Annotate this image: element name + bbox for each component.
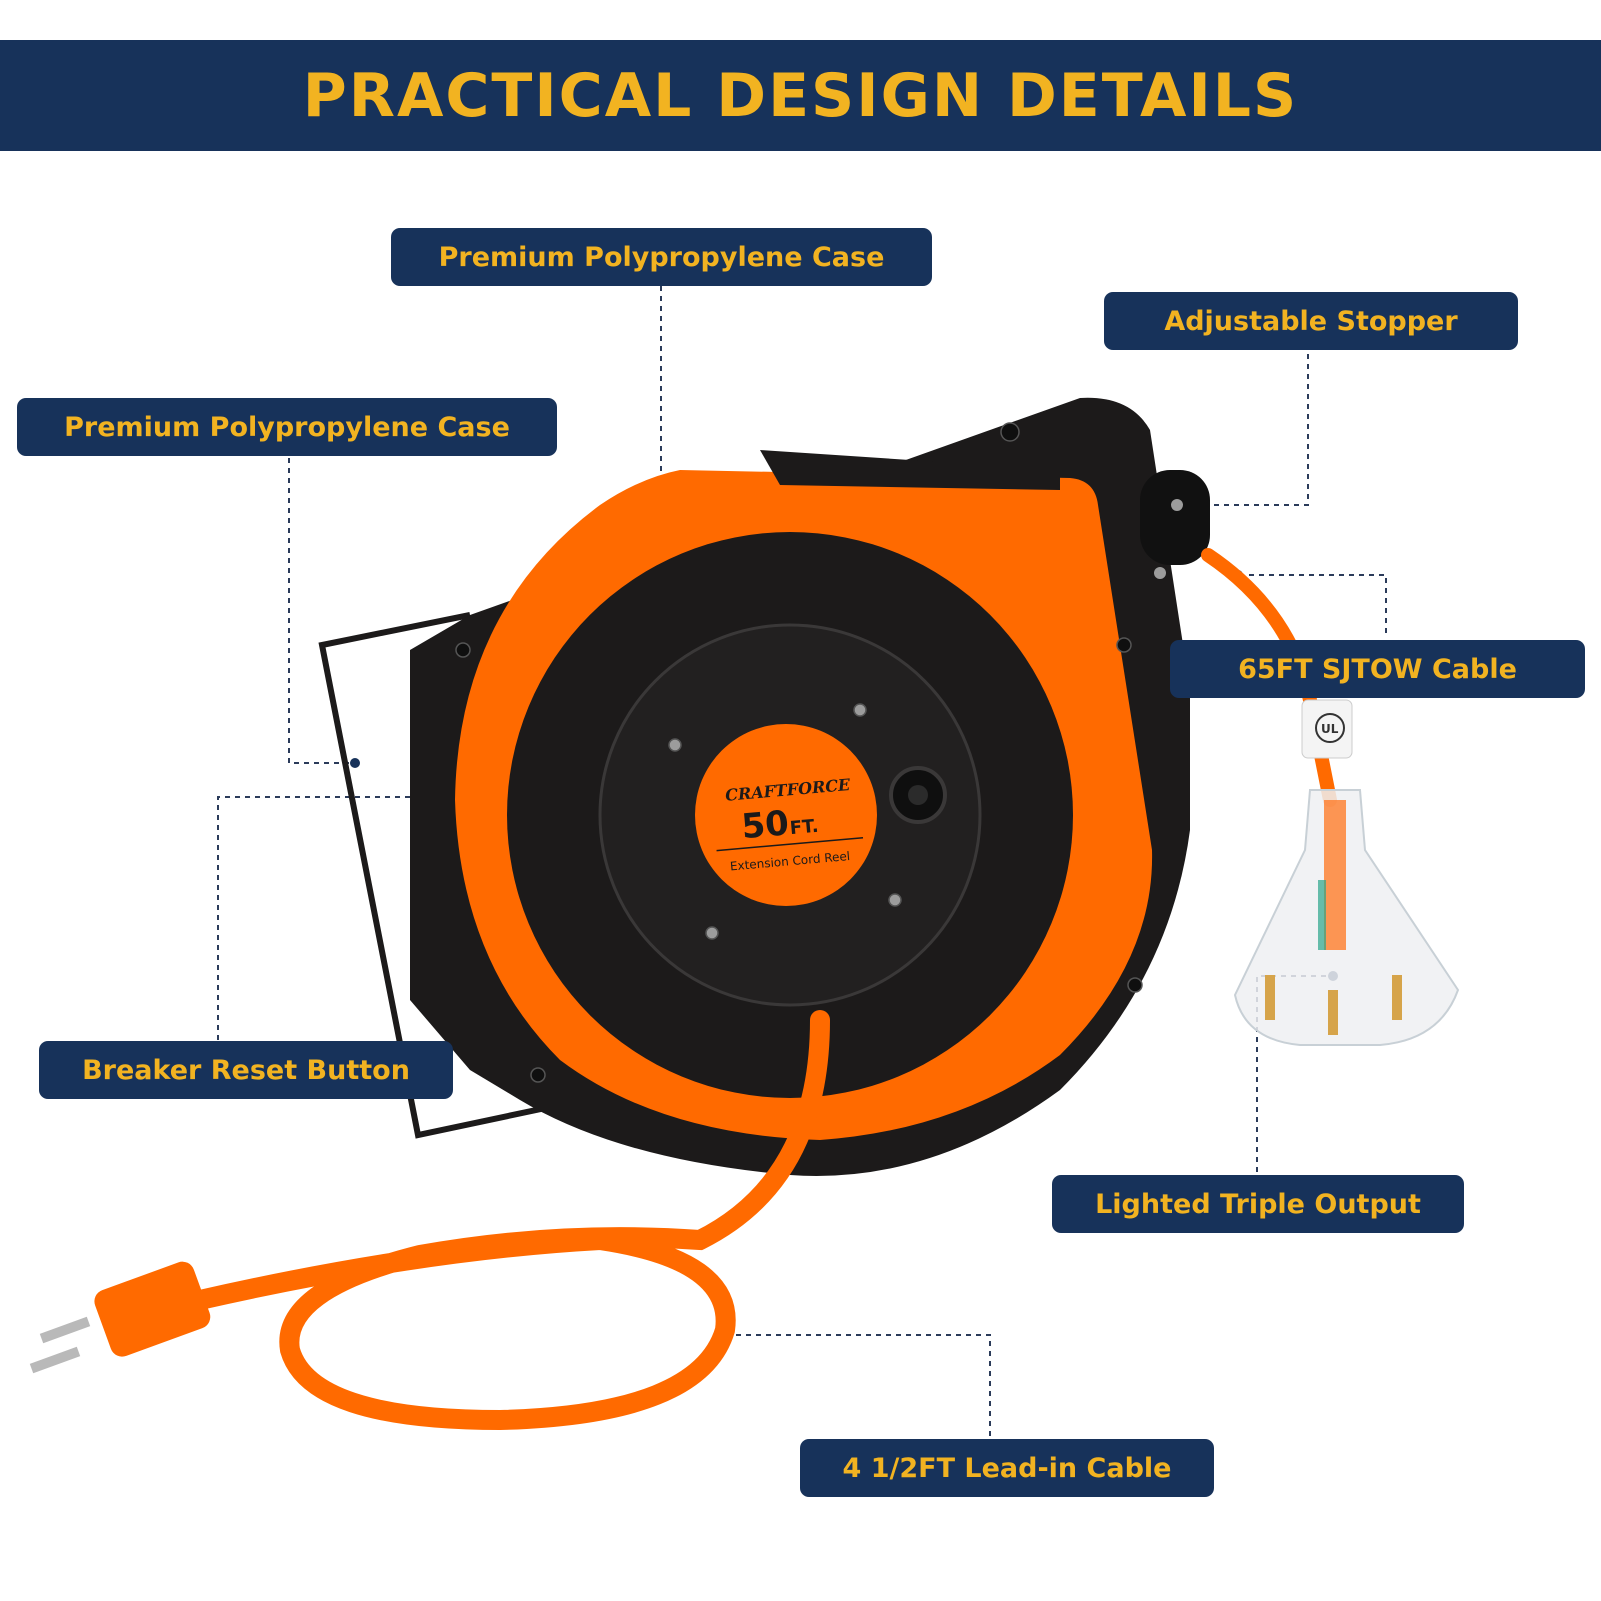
callout-case-top: Premium Polypropylene Case — [391, 228, 932, 286]
plug-graphic — [29, 1261, 211, 1374]
callout-case-left: Premium Polypropylene Case — [17, 398, 557, 456]
callout-65ft-cable: 65FT SJTOW Cable — [1170, 640, 1585, 698]
screws — [455, 422, 1143, 1083]
length-unit: FT. — [789, 816, 819, 839]
callout-breaker-reset: Breaker Reset Button — [39, 1041, 453, 1099]
mounting-bracket — [318, 612, 561, 1139]
callout-adjustable-stopper: Adjustable Stopper — [1104, 292, 1518, 350]
lighted-triple-output-graphic — [1233, 789, 1460, 1046]
leader-line-lead — [723, 1334, 991, 1436]
leader-line-stopper — [1202, 354, 1309, 506]
header-banner: PRACTICAL DESIGN DETAILS — [0, 40, 1601, 151]
breaker-reset-button-graphic — [889, 766, 947, 824]
leader-line-case-left — [288, 458, 355, 764]
adjustable-stopper-graphic — [1140, 470, 1210, 579]
callout-triple-output: Lighted Triple Output — [1052, 1175, 1464, 1233]
svg-text:UL: UL — [1321, 722, 1339, 736]
page-title: PRACTICAL DESIGN DETAILS — [302, 60, 1299, 131]
label-disc — [695, 724, 877, 906]
leader-line-breaker — [217, 796, 932, 1040]
ul-tag: UL — [1301, 699, 1353, 759]
length-value: 50 — [740, 803, 791, 847]
reel-top-ridge — [760, 450, 1060, 490]
callout-lead-in-cable: 4 1/2FT Lead-in Cable — [800, 1439, 1214, 1497]
lead-in-cable — [190, 1010, 830, 1431]
